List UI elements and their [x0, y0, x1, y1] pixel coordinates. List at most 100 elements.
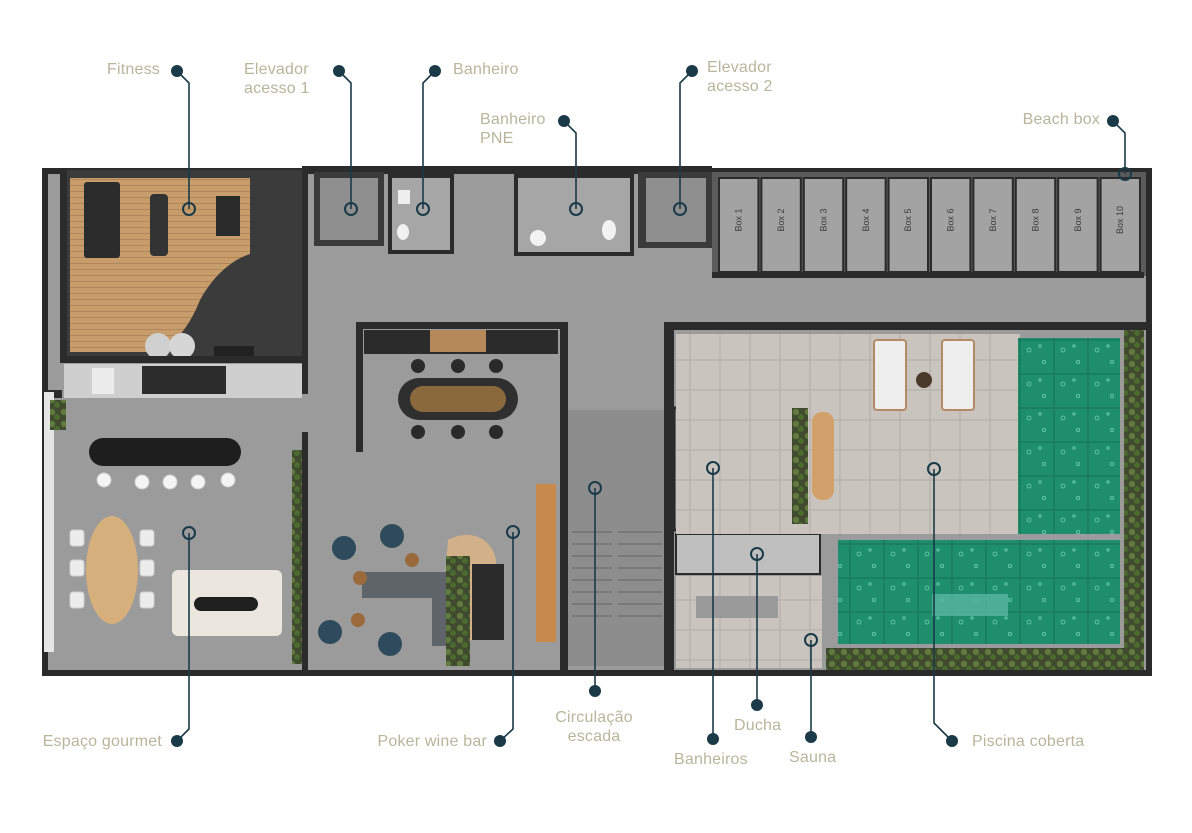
wall [664, 322, 674, 676]
label-piscina[interactable]: Piscina coberta [972, 733, 1085, 750]
shower [675, 533, 821, 575]
pilates-ball-1 [145, 333, 171, 359]
elevator-2-cab [646, 178, 706, 242]
beach-box-label: Box 3 [818, 208, 828, 231]
elevator-1-cab [320, 178, 378, 240]
beach-box-6 [930, 177, 972, 273]
beach-box-label: Box 9 [1073, 208, 1083, 231]
poker-chair [451, 359, 465, 373]
stone-counter [142, 366, 226, 394]
wall [60, 170, 67, 362]
callout-circulacao-room-marker[interactable] [588, 481, 602, 495]
label-fitness[interactable]: Fitness [107, 61, 160, 78]
beach-box-9 [1057, 177, 1099, 273]
service-block [314, 172, 712, 256]
beach-box-label: Box 7 [988, 208, 998, 231]
wall [302, 166, 308, 394]
beach-box-2 [760, 177, 802, 273]
wall [308, 166, 712, 174]
label-elevador-2[interactable]: Elevador acesso 2 [707, 59, 773, 95]
callout-espaco-gourmet-room-marker[interactable] [182, 526, 196, 540]
gourmet-area [50, 364, 302, 664]
pool-area [676, 330, 1144, 670]
fitness-room [66, 170, 304, 359]
label-circulacao[interactable]: Circulação escada [555, 709, 633, 745]
wall [356, 322, 566, 329]
beach-box-1 [718, 177, 760, 273]
stair-steps [572, 531, 662, 617]
label-sauna[interactable]: Sauna [789, 749, 837, 766]
label-banheiro[interactable]: Banheiro [453, 61, 519, 78]
beach-box-label: Box 5 [903, 208, 913, 231]
stair-hall [568, 410, 664, 666]
poker-felt [410, 386, 506, 412]
dumbbell-rack [214, 346, 254, 356]
label-beach-box[interactable]: Beach box [1022, 111, 1100, 128]
stair-circulation [568, 410, 664, 666]
label-espaco-gourmet[interactable]: Espaço gourmet [42, 733, 162, 750]
label-banheiro-pne[interactable]: Banheiro PNE [480, 111, 546, 147]
exterior-ledge [44, 392, 54, 652]
beach-box-10 [1099, 177, 1141, 273]
wall [60, 356, 308, 363]
callout-elevador-2-room-marker[interactable] [673, 202, 687, 216]
beach-box-8 [1014, 177, 1057, 273]
callout-espaco-gourmet-label-dot [171, 735, 183, 747]
chair [69, 529, 85, 547]
callout-beach-box [1112, 120, 1126, 174]
beach-box-label: Box 2 [776, 208, 786, 231]
callout-beach-box-label-dot [1107, 115, 1119, 127]
chair [139, 529, 155, 547]
side-table [405, 553, 419, 567]
sun-lounger [941, 339, 975, 411]
callout-beach-box-room-marker[interactable] [1118, 167, 1132, 181]
chair [69, 591, 85, 609]
armchair [318, 620, 342, 644]
poker-chair [411, 425, 425, 439]
label-ducha[interactable]: Ducha [734, 717, 782, 734]
callout-fitness-room-marker[interactable] [182, 202, 196, 216]
toilet [397, 224, 409, 240]
stool [162, 474, 178, 490]
callout-banheiro-label-dot [429, 65, 441, 77]
poker-chair [411, 359, 425, 373]
hedge [826, 648, 1144, 670]
side-table [353, 571, 367, 585]
beach-box-label: Box 8 [1030, 208, 1040, 231]
callout-fitness-label-dot [171, 65, 183, 77]
fire-table [194, 597, 258, 611]
pool-main [838, 540, 1120, 644]
beach-box-label: Box 6 [946, 208, 956, 231]
callout-ducha-room-marker[interactable] [750, 547, 764, 561]
side-table [351, 613, 365, 627]
callout-banheiro-room-marker[interactable] [416, 202, 430, 216]
beach-box-4 [845, 177, 887, 273]
poker-chair [489, 425, 503, 439]
beach-box-label: Box 10 [1115, 206, 1125, 234]
beach-box-label: Box 4 [861, 208, 871, 231]
chair [69, 559, 85, 577]
poker-chair [451, 425, 465, 439]
callout-sauna-room-marker[interactable] [804, 633, 818, 647]
label-poker-wine-bar[interactable]: Poker wine bar [377, 733, 487, 750]
armchair [378, 632, 402, 656]
beach-box-5 [887, 177, 929, 273]
callout-banheiros-room-marker[interactable] [706, 461, 720, 475]
kitchen-island [89, 438, 241, 466]
callout-piscina-room-marker[interactable] [927, 462, 941, 476]
label-banheiros[interactable]: Banheiros [674, 751, 748, 768]
wall [302, 432, 308, 672]
sauna-bench [696, 596, 778, 618]
planter [446, 556, 470, 666]
callout-circulacao-label-dot [589, 685, 601, 697]
wall [560, 322, 568, 676]
callout-poker-wine-bar-room-marker[interactable] [506, 525, 520, 539]
callout-elevador-1-room-marker[interactable] [344, 202, 358, 216]
planter [292, 450, 302, 664]
stool [96, 472, 112, 488]
sun-lounger [873, 339, 907, 411]
label-elevador-1[interactable]: Elevador acesso 1 [244, 61, 310, 97]
weight-machine [216, 196, 240, 236]
callout-banheiro-pne-room-marker[interactable] [569, 202, 583, 216]
